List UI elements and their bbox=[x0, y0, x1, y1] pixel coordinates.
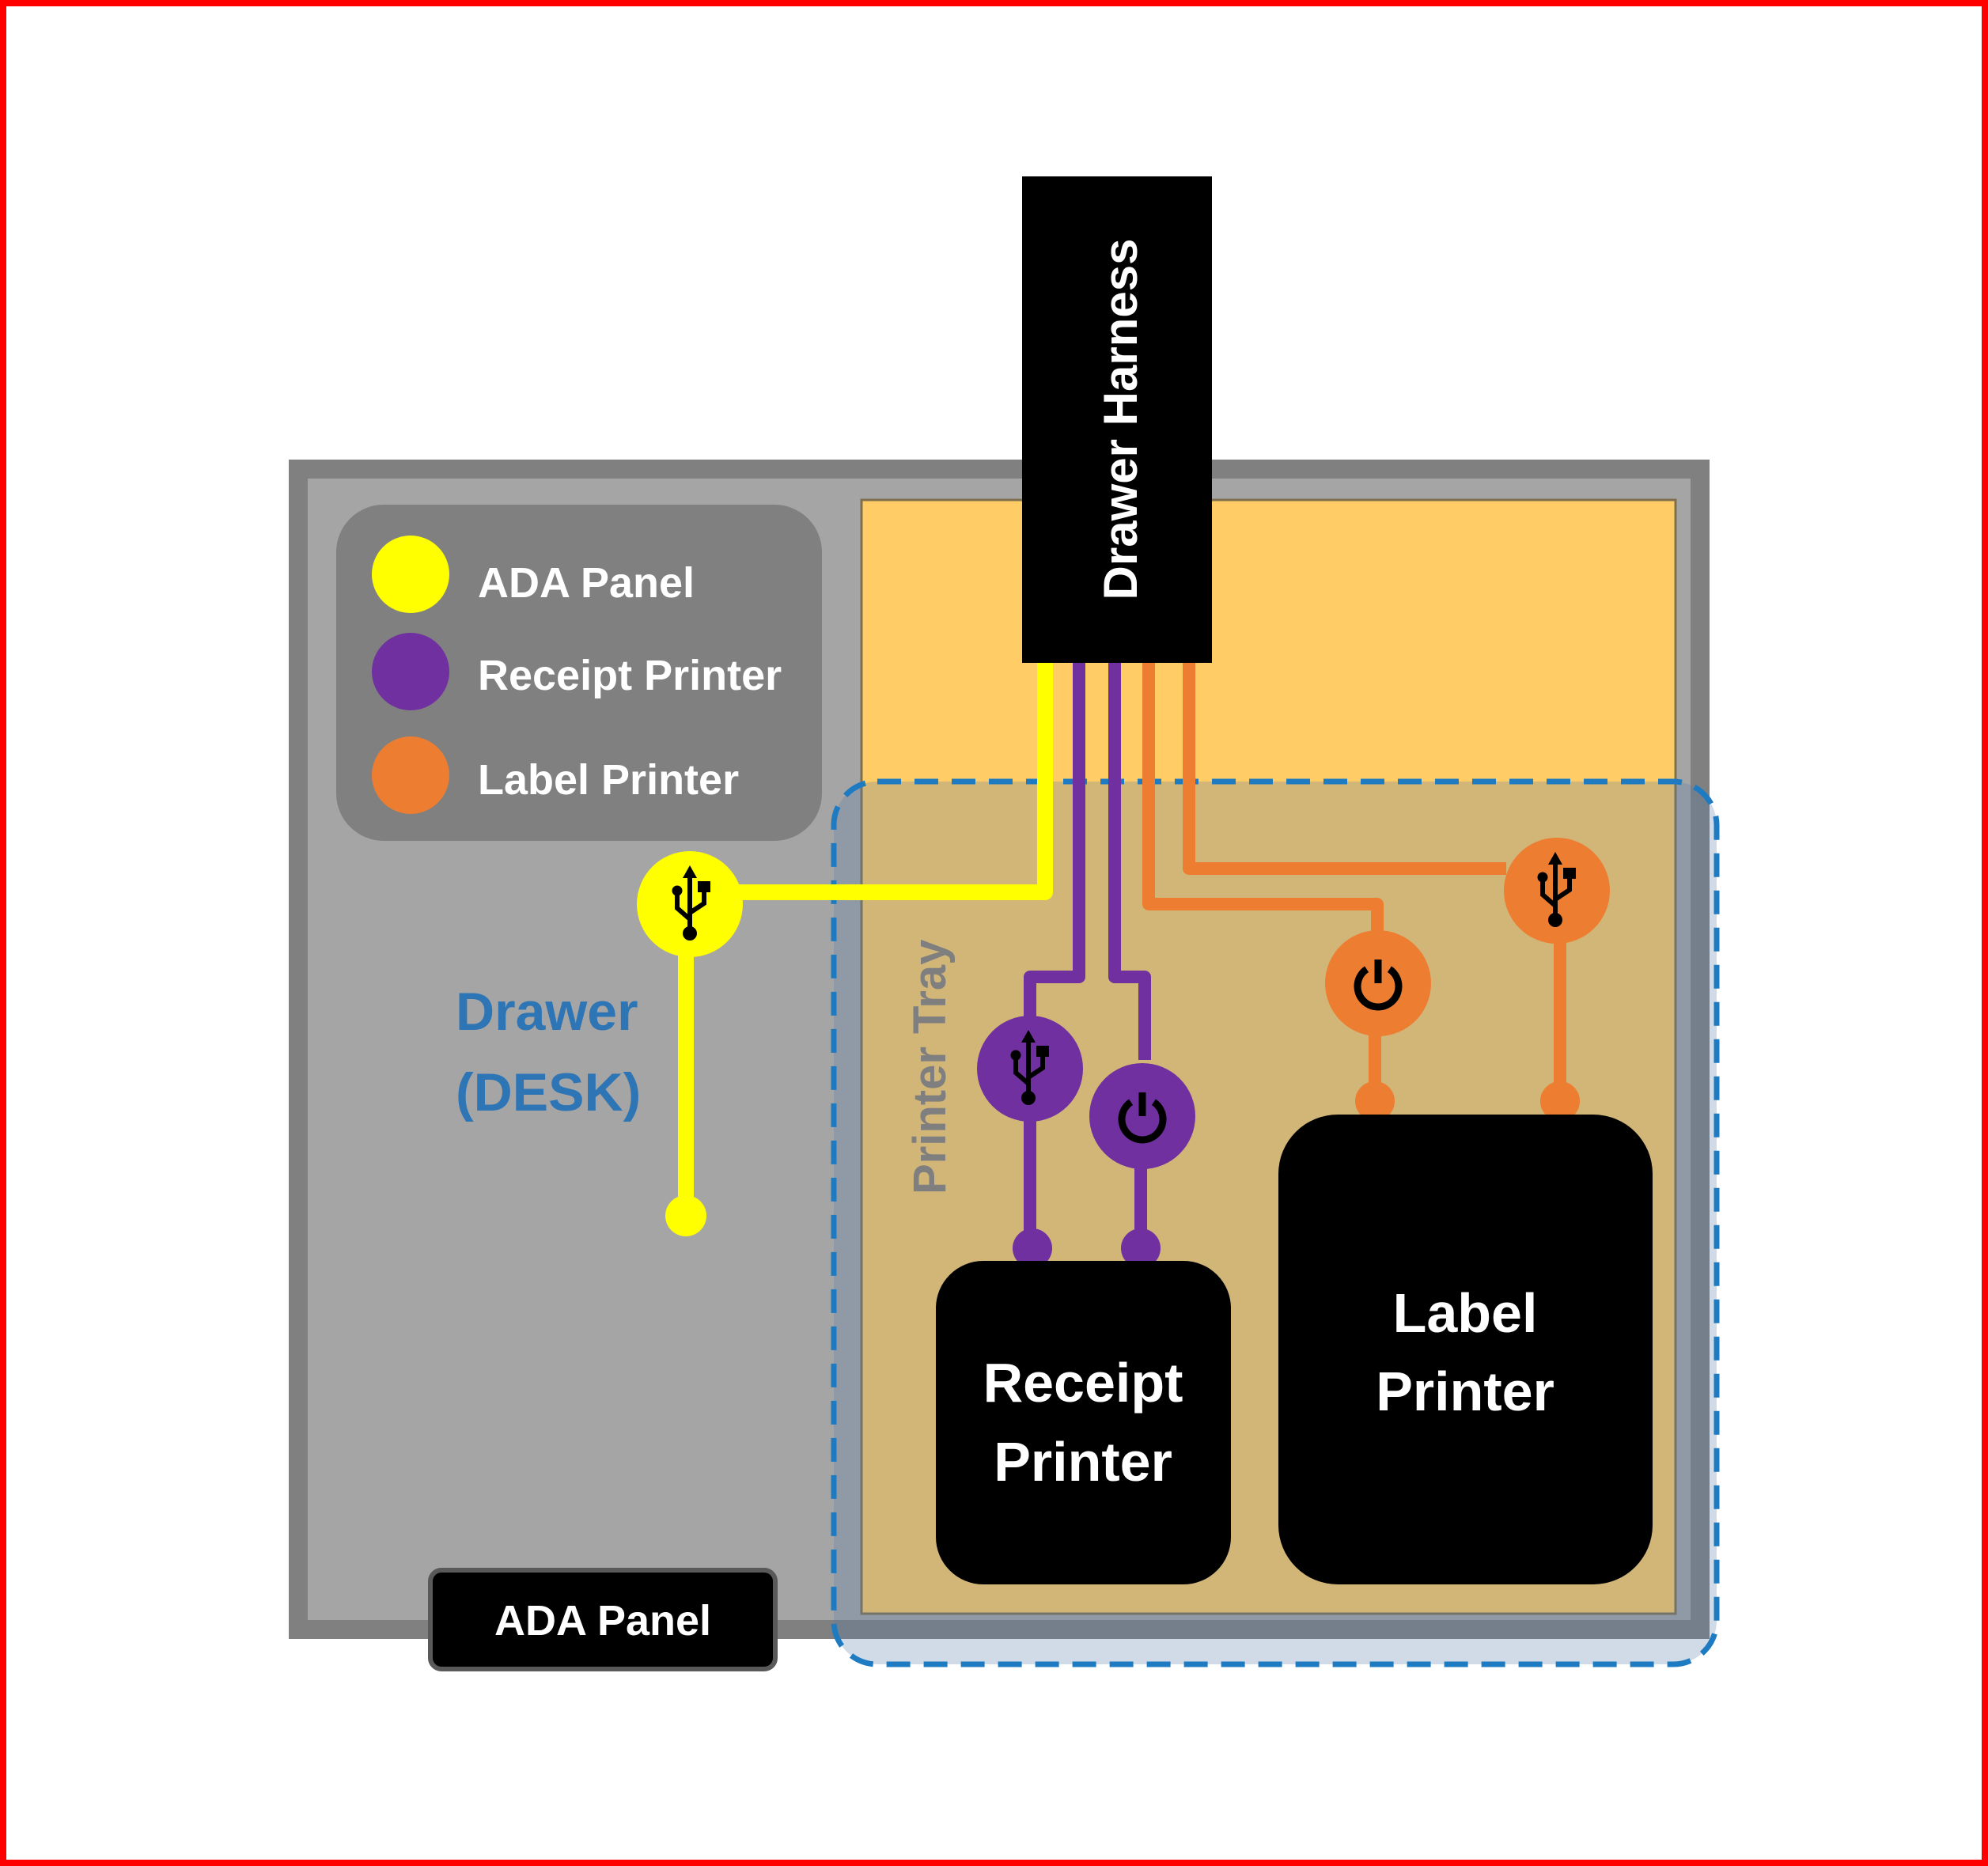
receipt-power-port bbox=[1121, 1228, 1161, 1268]
receipt-usb-connector bbox=[977, 1016, 1083, 1122]
legend-swatch-receipt bbox=[372, 633, 449, 710]
legend-swatch-label bbox=[372, 736, 449, 814]
wire-label-power bbox=[1142, 663, 1384, 943]
label-printer-label-line1: Label bbox=[1393, 1282, 1538, 1344]
ada-panel-label: ADA Panel bbox=[494, 1597, 711, 1645]
label-usb-port bbox=[1540, 1081, 1580, 1121]
ada-wire-end bbox=[665, 1195, 706, 1236]
legend-label-label: Label Printer bbox=[478, 756, 739, 804]
receipt-printer-label-line1: Receipt bbox=[983, 1352, 1183, 1414]
legend bbox=[336, 505, 822, 841]
drawer-label-line2: (DESK) bbox=[456, 1062, 641, 1122]
label-usb-connector bbox=[1504, 838, 1610, 944]
wire-receipt-usb bbox=[1024, 663, 1085, 1020]
wire-label-usb bbox=[1183, 663, 1506, 875]
label-power-port bbox=[1355, 1081, 1395, 1121]
receipt-usb-port bbox=[1013, 1228, 1052, 1268]
legend-label-ada: ADA Panel bbox=[478, 559, 695, 607]
drawer-harness-label: Drawer Harness bbox=[1094, 239, 1147, 600]
wire-ada-harness bbox=[688, 663, 1053, 900]
legend-swatch-ada bbox=[372, 536, 449, 613]
drawer-harness bbox=[1022, 176, 1212, 663]
ada-usb-connector bbox=[637, 851, 743, 957]
ada-panel bbox=[428, 1568, 778, 1671]
label-printer bbox=[1278, 1115, 1653, 1584]
drawer-label-line1: Drawer bbox=[456, 982, 638, 1042]
receipt-printer-label-line2: Printer bbox=[994, 1431, 1172, 1493]
wire-receipt-power bbox=[1108, 663, 1151, 1060]
receipt-printer bbox=[936, 1261, 1231, 1584]
label-printer-label-line2: Printer bbox=[1376, 1361, 1554, 1422]
receipt-power-connector bbox=[1089, 1063, 1195, 1169]
legend-label-receipt: Receipt Printer bbox=[478, 652, 782, 699]
label-power-connector bbox=[1325, 930, 1431, 1036]
printer-tray-label: Printer Tray bbox=[904, 940, 956, 1194]
